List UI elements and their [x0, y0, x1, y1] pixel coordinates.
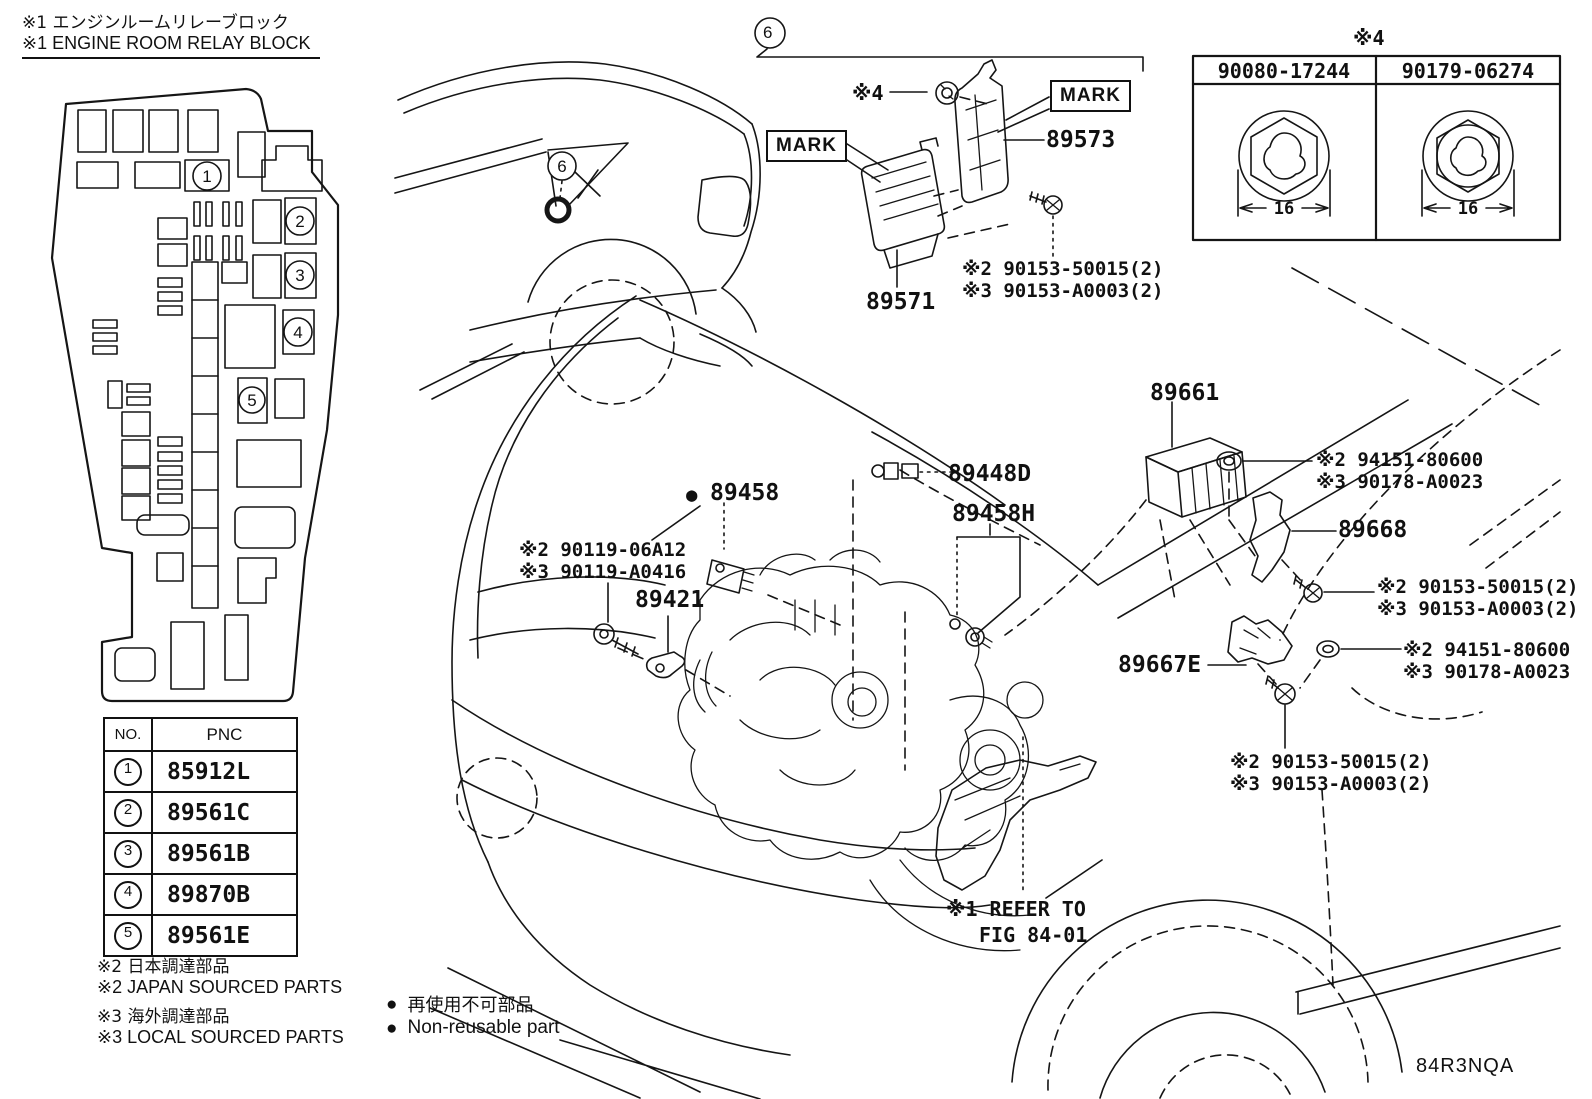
legend-row-en: ● Non-reusable part: [386, 1017, 560, 1039]
svg-text:3: 3: [295, 266, 304, 285]
front-car-view: [429, 267, 1561, 1099]
header-title-en: ※1 ENGINE ROOM RELAY BLOCK: [22, 33, 320, 59]
refer-note-line1: ※1 REFER TO: [946, 897, 1086, 921]
row-pnc-value: 89870B: [151, 873, 298, 916]
svg-text:2: 2: [295, 212, 304, 231]
table-row: 5 89561E: [103, 914, 298, 957]
legend-en: Non-reusable part: [407, 1017, 560, 1038]
assembly-6: [754, 17, 1144, 288]
row-callout-number: 2: [114, 798, 142, 827]
bolt-part-jp: ※2 90119-06A12: [519, 539, 687, 561]
nut-dim-left: 16: [1274, 199, 1294, 219]
nut-dim-right: 16: [1458, 199, 1478, 219]
svg-text:5: 5: [247, 391, 256, 410]
part-label-89573: 89573: [1046, 127, 1116, 153]
nut-part-number-left: 90080-17244: [1218, 59, 1350, 83]
nut-drawing-left: 16: [1237, 110, 1331, 219]
footnote-jp-2: ※2 日本調達部品: [97, 957, 230, 977]
row-callout-number: 5: [114, 921, 142, 950]
non-reusable-bullet-icon: ●: [386, 993, 398, 1015]
pnc-table-header-pnc: PNC: [151, 717, 298, 752]
screw-upper-local: ※3 90153-A0003(2): [1377, 598, 1579, 620]
table-row: 4 89870B: [103, 873, 298, 916]
part-label-89421: 89421: [635, 587, 705, 613]
row-pnc-value: 85912L: [151, 750, 298, 793]
center-sensors: [593, 462, 1021, 771]
row-callout-number: 3: [114, 839, 142, 868]
mark-box-right: MARK: [1050, 80, 1131, 112]
part-label-89458: 89458: [710, 480, 780, 506]
part-label-89571: 89571: [866, 289, 936, 315]
row-callout-number: 1: [114, 757, 142, 786]
svg-text:4: 4: [293, 323, 302, 342]
legend-row-jp: ● 再使用不可部品: [386, 991, 533, 1017]
footnote-en-3: ※3 LOCAL SOURCED PARTS: [97, 1027, 344, 1047]
table-row: 1 85912L: [103, 750, 298, 793]
table-row: 3 89561B: [103, 832, 298, 875]
row-pnc-value: 89561C: [151, 791, 298, 834]
pnc-table-header-no: NO.: [103, 717, 153, 752]
radiator-support-bracket: [935, 736, 1103, 899]
note4-ref-label: ※4: [852, 81, 884, 105]
nut-spec-table: 90080-17244 90179-06274 16 16: [1191, 54, 1562, 242]
non-reusable-bullet-icon: ●: [386, 1017, 398, 1039]
svg-text:1: 1: [202, 167, 211, 186]
part-label-89668: 89668: [1338, 517, 1408, 543]
nut-drawing-right: 16: [1421, 110, 1515, 219]
svg-text:6: 6: [557, 157, 566, 176]
row-pnc-value: 89561B: [151, 832, 298, 875]
footnote-en-2: ※2 JAPAN SOURCED PARTS: [97, 977, 343, 997]
non-reusable-bullet-icon: ●: [686, 484, 698, 506]
relay-callout-2: 2: [285, 206, 315, 236]
assembly-callout-6-ring: [754, 17, 786, 49]
refer-note-line2: FIG 84-01: [979, 923, 1088, 947]
ecu-and-brackets: [1004, 401, 1483, 749]
assembly-callout-6: 6: [763, 23, 773, 42]
car-callout-6: 6: [544, 151, 577, 224]
screw-part-local: ※3 90153-A0003(2): [962, 280, 1164, 302]
screw-upper-jp: ※2 90153-50015(2): [1377, 576, 1579, 598]
header-title-jp: ※1 エンジンルームリレーブロック: [22, 13, 289, 33]
nut-table-title: ※4: [1353, 26, 1385, 50]
page-header: ※1 エンジンルームリレーブロック ※1 ENGINE ROOM RELAY B…: [22, 8, 320, 59]
pnc-table: NO. PNC 1 85912L 2 89561C 3 89561B 4 898…: [103, 717, 298, 957]
relay-callout-3: 3: [285, 260, 315, 290]
part-label-89667E: 89667E: [1118, 652, 1202, 678]
legend-jp: 再使用不可部品: [407, 995, 534, 1016]
bolt-part-local: ※3 90119-A0416: [519, 561, 687, 583]
grommet-lower-jp: ※2 94151-80600: [1403, 639, 1571, 661]
relay-callout-1: 1: [192, 161, 222, 191]
relay-callout-4: 4: [283, 317, 313, 347]
nut-part-number-right: 90179-06274: [1402, 59, 1534, 83]
part-label-89448D: 89448D: [948, 461, 1032, 487]
part-label-89458H: 89458H: [952, 501, 1036, 527]
relay-callout-5: 5: [238, 386, 266, 414]
screw-lower-jp: ※2 90153-50015(2): [1230, 751, 1432, 773]
footnote-jp-3: ※3 海外調達部品: [97, 1007, 230, 1027]
grommet-upper-jp: ※2 94151-80600: [1316, 449, 1484, 471]
row-callout-number: 4: [114, 880, 142, 909]
grommet-lower-local: ※3 90178-A0023: [1403, 661, 1571, 683]
figure-code: 84R3NQA: [1416, 1055, 1515, 1077]
part-label-89661: 89661: [1150, 380, 1220, 406]
screw-part-jp: ※2 90153-50015(2): [962, 258, 1164, 280]
engine-assembly: [677, 549, 1044, 952]
relay-block-diagram: 1 2 3 4 5: [50, 87, 340, 703]
row-pnc-value: 89561E: [151, 914, 298, 957]
relay-location-ring: [544, 196, 572, 224]
mark-box-left: MARK: [766, 130, 847, 162]
screw-lower-local: ※3 90153-A0003(2): [1230, 773, 1432, 795]
table-row: 2 89561C: [103, 791, 298, 834]
rear-car-view: 6: [394, 61, 761, 405]
grommet-upper-local: ※3 90178-A0023: [1316, 471, 1484, 493]
